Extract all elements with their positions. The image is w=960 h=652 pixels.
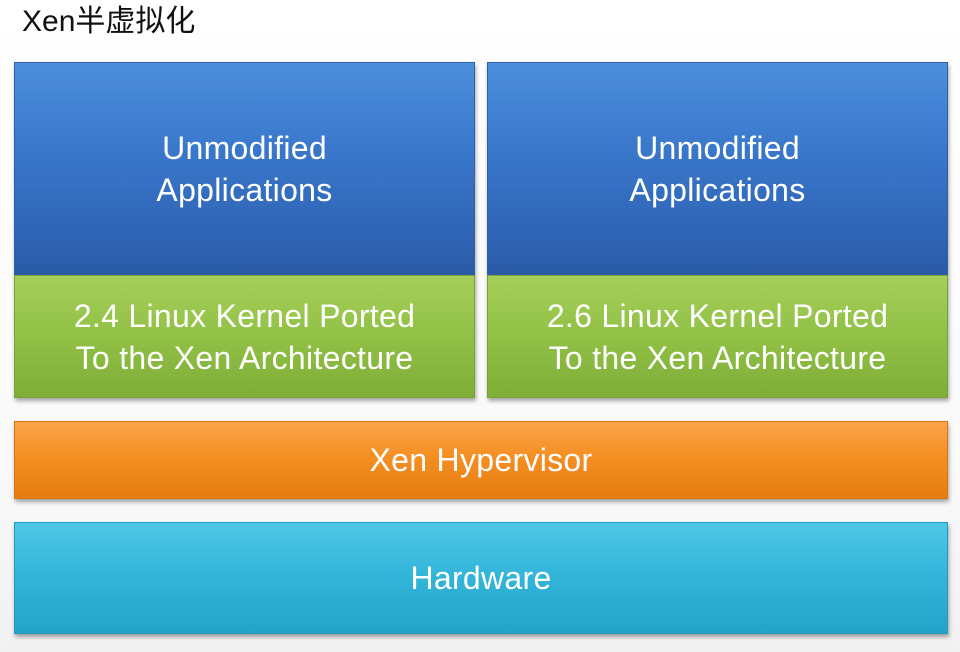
unmodified-applications-right-box: Unmodified Applications — [487, 62, 948, 275]
hardware-box: Hardware — [14, 522, 948, 634]
unmodified-applications-left-box: Unmodified Applications — [14, 62, 475, 275]
linux-2-6-kernel-box: 2.6 Linux Kernel Ported To the Xen Archi… — [487, 275, 948, 398]
xen-hypervisor-box: Xen Hypervisor — [14, 421, 948, 499]
linux-2-4-kernel-box: 2.4 Linux Kernel Ported To the Xen Archi… — [14, 275, 475, 398]
page-title: Xen半虚拟化 — [22, 5, 196, 38]
